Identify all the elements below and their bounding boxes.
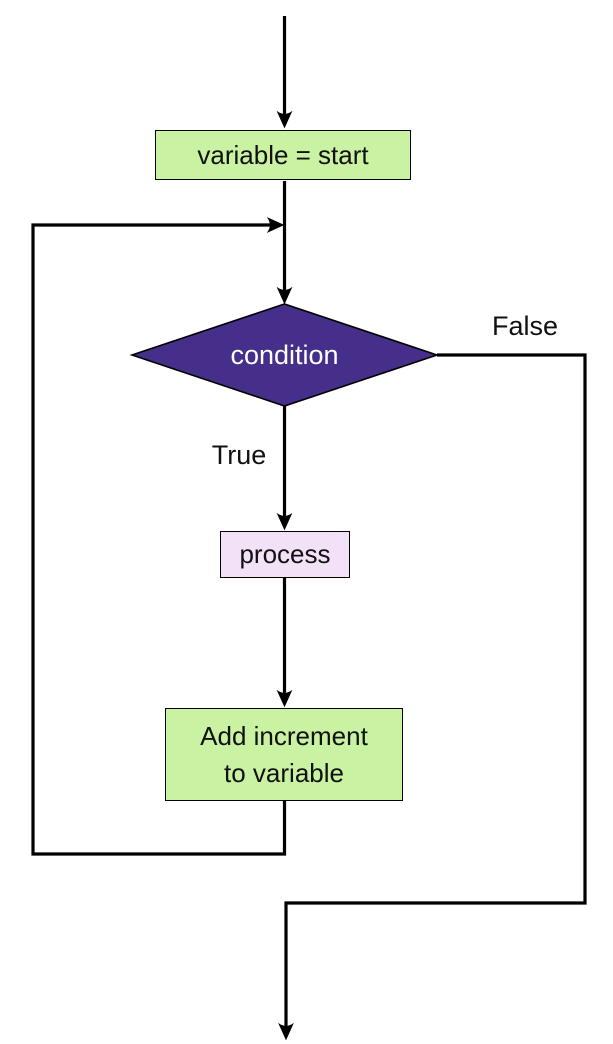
edge-loop-back <box>31 217 287 856</box>
edge-label-false: False <box>491 311 559 341</box>
node-condition-label: condition <box>230 339 339 370</box>
edge-label-true: True <box>211 440 267 470</box>
node-start: variable = start <box>155 130 411 180</box>
edge-false-branch <box>278 353 587 1041</box>
condition-diamond-shape <box>129 303 440 407</box>
node-process: process <box>220 531 350 578</box>
node-increment: Add increment to variable <box>165 708 403 801</box>
